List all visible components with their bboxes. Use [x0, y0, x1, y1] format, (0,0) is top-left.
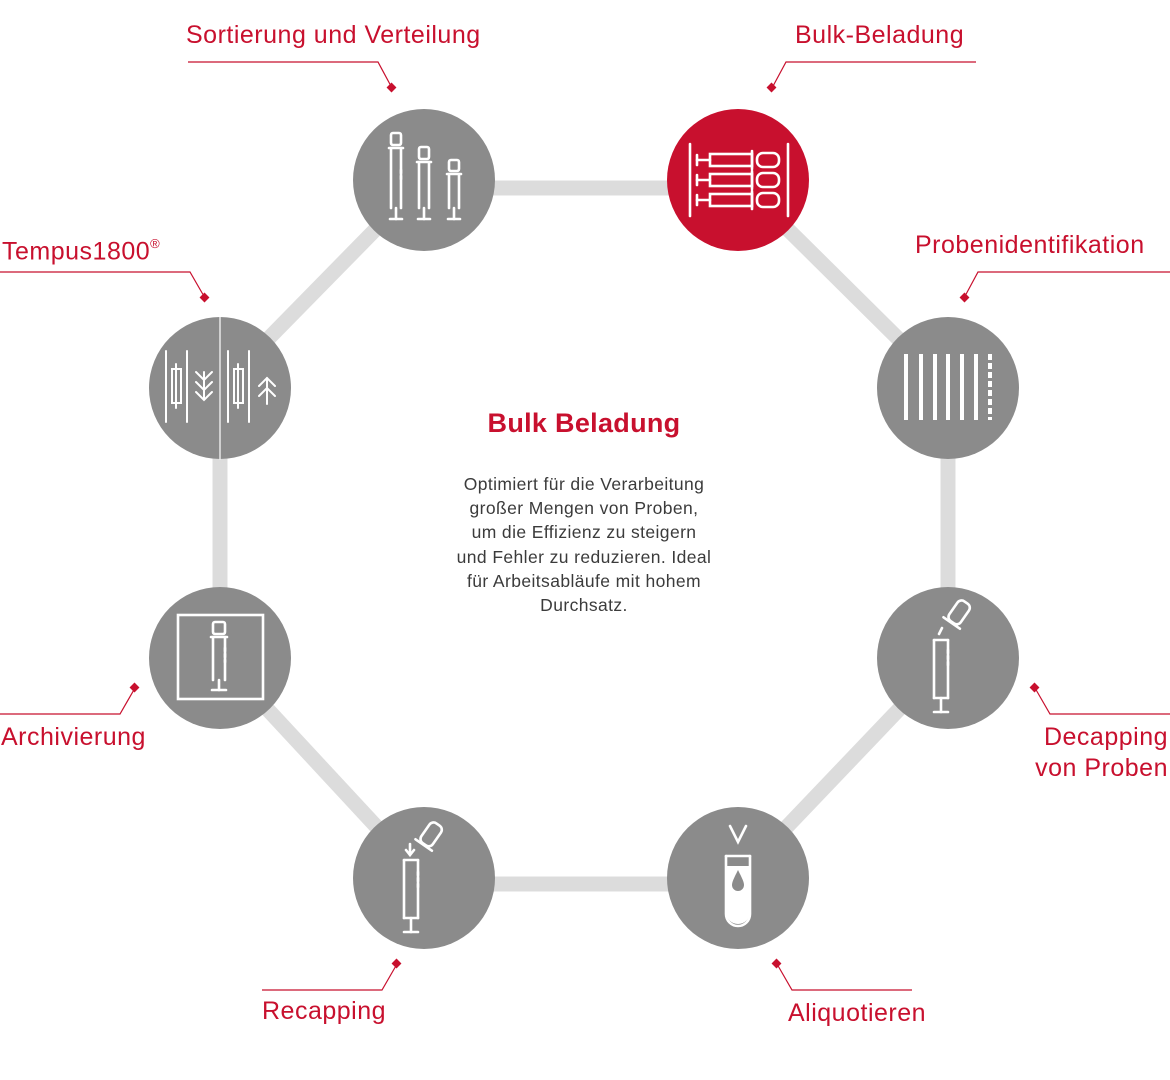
label-decapping-line2: von Proben: [1035, 754, 1168, 782]
archive-box-icon: [176, 613, 265, 701]
leader-decap: [1034, 687, 1170, 715]
decapping-icon: [932, 599, 972, 714]
label-tempus1800[interactable]: Tempus1800®: [2, 230, 160, 267]
label-decapping[interactable]: Decapping von Proben: [1035, 722, 1168, 784]
node-tempus1800[interactable]: [149, 316, 291, 460]
label-sortierung[interactable]: Sortierung und Verteilung: [186, 21, 481, 49]
recapping-icon: [402, 821, 444, 934]
leader-bulk: [771, 61, 976, 89]
label-decapping-line1: Decapping: [1043, 723, 1168, 751]
leader-recap: [262, 963, 398, 991]
registered-mark: ®: [150, 236, 161, 251]
node-recapping[interactable]: [353, 807, 495, 949]
node-aliquotieren[interactable]: [667, 807, 809, 949]
leader-archiv: [0, 687, 136, 715]
node-sortierung[interactable]: [353, 109, 495, 251]
label-tempus1800-text: Tempus1800: [2, 237, 151, 266]
leader-aliq: [776, 963, 912, 991]
node-decapping[interactable]: [877, 587, 1019, 729]
label-archivierung[interactable]: Archivierung: [1, 723, 146, 751]
detail-description: Optimiert für die Verarbeitung großer Me…: [456, 474, 712, 616]
leader-tempus: [0, 271, 206, 299]
detail-title: Bulk Beladung: [487, 408, 681, 438]
tempus-transfer-icon: [165, 316, 276, 460]
node-probenidentifikation[interactable]: [877, 317, 1019, 459]
node-archivierung[interactable]: [149, 587, 291, 729]
aliquot-tube-icon: [724, 824, 752, 928]
leader-ident: [963, 271, 1170, 299]
sorting-tubes-icon: [387, 131, 463, 221]
label-bulk-beladung[interactable]: Bulk-Beladung: [795, 21, 965, 49]
bulk-loading-rack-icon: [688, 142, 790, 218]
label-aliquotieren[interactable]: Aliquotieren: [788, 999, 927, 1027]
leader-sortierung: [188, 61, 393, 89]
label-probenidentifikation[interactable]: Probenidentifikation: [915, 231, 1145, 259]
barcode-icon: [904, 354, 992, 420]
label-recapping[interactable]: Recapping: [262, 997, 387, 1025]
leader-lines: [0, 61, 1170, 991]
node-bulk-beladung[interactable]: [667, 109, 809, 251]
